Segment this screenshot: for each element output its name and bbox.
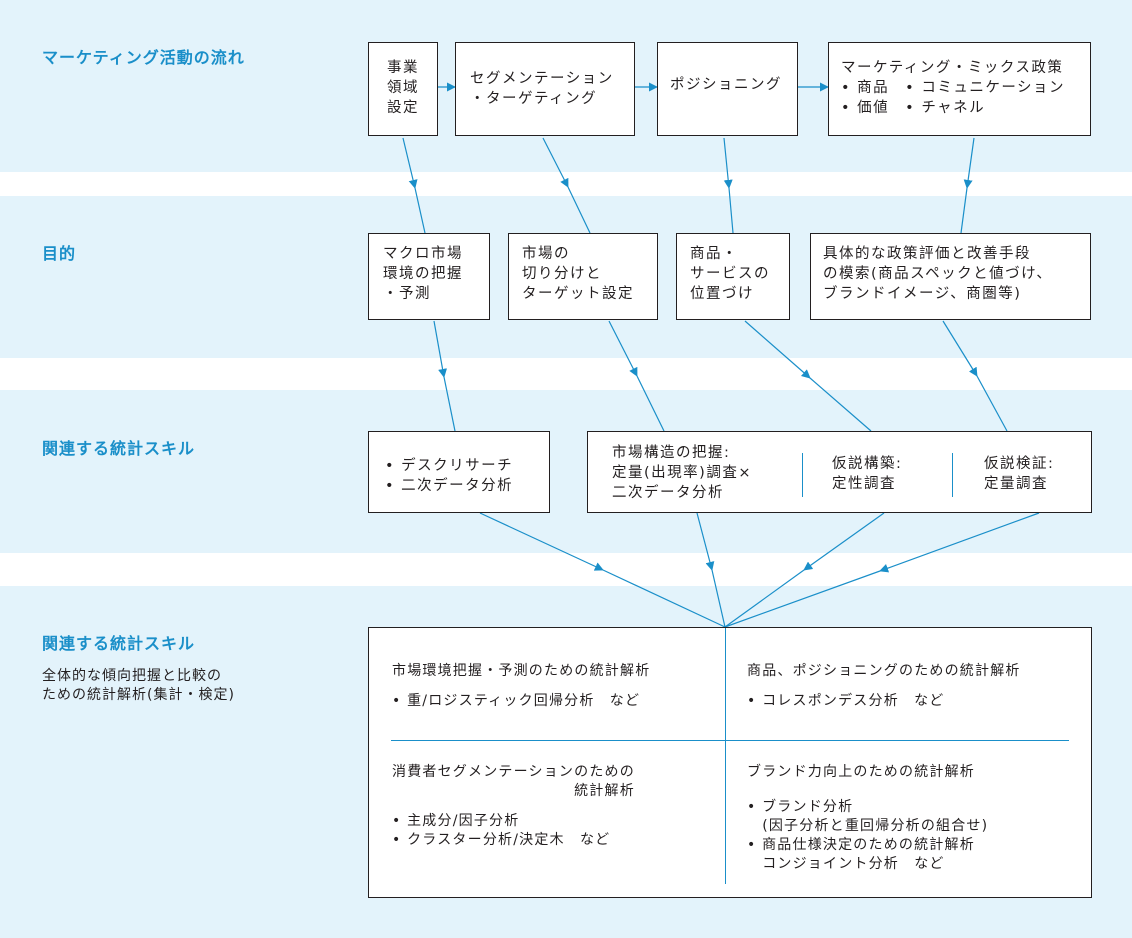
- box-line: 商品・: [690, 246, 738, 262]
- skill-box-desk-research: • デスクリサーチ • 二次データ分析: [368, 431, 550, 513]
- box-line: 領域: [387, 80, 419, 96]
- box-line: マーケティング・ミックス政策: [841, 60, 1064, 76]
- box-line: 事業: [387, 60, 419, 76]
- box-line: ポジショニング: [670, 77, 782, 93]
- flow-box-marketing-mix: マーケティング・ミックス政策 • 商品 • コミュニケーション • 価値 • チ…: [828, 42, 1091, 136]
- box-line: 具体的な政策評価と改善手段: [823, 246, 1031, 262]
- box-line: 切り分けと: [522, 266, 602, 282]
- arrow-purpose-to-skills: [636, 375, 665, 432]
- arrow-flow-to-purpose: [963, 137, 975, 189]
- box-line: 定性調査: [832, 476, 896, 492]
- box-line: 仮説構築:: [832, 456, 903, 472]
- analysis-vertical-divider: [725, 628, 726, 884]
- purpose-box-product-positioning: 商品・ サービスの 位置づけ: [676, 233, 790, 320]
- box-line: 定量(出現率)調査×: [612, 465, 752, 481]
- box-line: の模索(商品スペックと値づけ、: [823, 266, 1053, 282]
- box-line: ターゲット設定: [522, 286, 634, 302]
- desc-line: ための統計解析(集計・検定): [42, 687, 235, 703]
- arrow-purpose-to-skills: [942, 320, 978, 377]
- box-line: 市場の: [522, 246, 570, 262]
- section-title-analysis: 関連する統計スキル: [42, 634, 196, 653]
- purpose-box-policy-evaluation: 具体的な政策評価と改善手段 の模索(商品スペックと値づけ、 ブランドイメージ、商…: [810, 233, 1091, 320]
- cell-heading: 商品、ポジショニングのための統計解析: [747, 663, 1021, 679]
- box-line: 市場構造の把握:: [612, 445, 731, 461]
- arrow-skills-to-analysis: [479, 512, 604, 571]
- arrow-flow-to-purpose: [402, 137, 418, 189]
- box-line: 仮説検証:: [984, 456, 1055, 472]
- box-line: ブランドイメージ、商圏等): [823, 286, 1022, 302]
- skill-col-market-structure: 市場構造の把握: 定量(出現率)調査× 二次データ分析: [612, 443, 752, 503]
- analysis-cell-product-positioning: 商品、ポジショニングのための統計解析 • コレスポンデス分析 など: [747, 662, 1021, 711]
- analysis-cell-consumer-segmentation: 消費者セグメンテーションのための 統計解析 • 主成分/因子分析 • クラスター…: [392, 763, 635, 850]
- cell-bullet: • クラスター分析/決定木 など: [392, 832, 611, 848]
- cell-bullet: • 重/ロジスティック回帰分析 など: [392, 693, 641, 709]
- cell-bullet: コンジョイント分析 など: [747, 856, 945, 872]
- purpose-box-macro-market: マクロ市場 環境の把握 ・予測: [368, 233, 490, 320]
- skill-divider: [952, 453, 953, 497]
- flow-box-positioning: ポジショニング: [657, 42, 798, 136]
- arrow-skills-to-analysis: [724, 570, 881, 628]
- analysis-box: 市場環境把握・予測のための統計解析 • 重/ロジスティック回帰分析 など 商品、…: [368, 627, 1092, 898]
- box-line: • デスクリサーチ: [385, 458, 514, 474]
- box-line: サービスの: [690, 266, 770, 282]
- arrow-purpose-to-skills: [443, 376, 456, 432]
- cell-heading: 統計解析: [574, 783, 635, 799]
- analysis-horizontal-divider: [391, 740, 1069, 741]
- arrow-skills-to-analysis: [696, 512, 715, 571]
- skill-col-hypothesis-testing: 仮説検証: 定量調査: [984, 454, 1054, 494]
- section-desc-analysis: 全体的な傾向把握と比較の ための統計解析(集計・検定): [42, 667, 342, 705]
- section-title-purpose: 目的: [42, 244, 77, 263]
- cell-bullet: • 商品仕様決定のための統計解析: [747, 837, 975, 853]
- arrow-flow-to-purpose: [728, 187, 734, 234]
- arrow-skills-to-analysis: [602, 569, 726, 628]
- box-line: 位置づけ: [690, 286, 754, 302]
- flow-box-business-domain: 事業 領域 設定: [368, 42, 438, 136]
- analysis-cell-brand-power: ブランド力向上のための統計解析 • ブランド分析 (因子分析と重回帰分析の組合せ…: [747, 763, 988, 874]
- cell-bullet: • コレスポンデス分析 など: [747, 693, 945, 709]
- cell-bullet: • ブランド分析: [747, 799, 854, 815]
- arrow-flow-to-purpose: [723, 137, 733, 189]
- cell-bullet: (因子分析と重回帰分析の組合せ): [747, 818, 989, 834]
- box-line: • 二次データ分析: [385, 478, 514, 494]
- arrow-purpose-to-skills: [608, 320, 638, 377]
- arrow-skills-to-analysis: [711, 569, 726, 628]
- box-line: ・予測: [383, 286, 431, 302]
- arrow-skills-to-analysis: [803, 512, 885, 571]
- box-line: • 価値 • チャネル: [841, 100, 986, 116]
- box-line: • 商品 • コミュニケーション: [841, 80, 1066, 96]
- arrow-flow-to-purpose: [542, 137, 569, 188]
- skill-col-hypothesis-building: 仮説構築: 定性調査: [832, 454, 902, 494]
- cell-bullet: • 主成分/因子分析: [392, 813, 520, 829]
- flow-box-segmentation: セグメンテーション ・ターゲティング: [455, 42, 635, 136]
- box-line: 環境の把握: [383, 266, 463, 282]
- arrow-flow-to-purpose: [960, 187, 968, 234]
- box-line: 二次データ分析: [612, 485, 724, 501]
- section-title-skills: 関連する統計スキル: [42, 439, 196, 458]
- arrow-purpose-to-skills: [744, 320, 811, 379]
- desc-line: 全体的な傾向把握と比較の: [42, 668, 222, 684]
- arrow-purpose-to-skills: [976, 375, 1008, 432]
- box-line: マクロ市場: [383, 246, 463, 262]
- box-line: ・ターゲティング: [470, 91, 598, 107]
- arrow-flow-to-purpose: [567, 186, 591, 234]
- arrow-flow-to-purpose: [414, 187, 426, 234]
- arrow-skills-to-analysis: [879, 512, 1040, 573]
- cell-heading: ブランド力向上のための統計解析: [747, 764, 975, 780]
- analysis-cell-market-environment: 市場環境把握・予測のための統計解析 • 重/ロジスティック回帰分析 など: [392, 662, 650, 711]
- purpose-box-market-division: 市場の 切り分けと ターゲット設定: [508, 233, 658, 320]
- skill-divider: [802, 453, 803, 497]
- skill-box-research: 市場構造の把握: 定量(出現率)調査× 二次データ分析 仮説構築: 定性調査 仮…: [587, 431, 1092, 513]
- box-line: セグメンテーション: [470, 71, 614, 87]
- cell-heading: 市場環境把握・予測のための統計解析: [392, 663, 651, 679]
- arrow-purpose-to-skills: [809, 377, 872, 432]
- box-line: 設定: [387, 100, 419, 116]
- section-title-flow: マーケティング活動の流れ: [42, 48, 245, 67]
- arrow-purpose-to-skills: [433, 320, 448, 378]
- box-line: 定量調査: [984, 476, 1048, 492]
- cell-heading: 消費者セグメンテーションのための: [392, 764, 635, 780]
- arrow-skills-to-analysis: [724, 569, 805, 628]
